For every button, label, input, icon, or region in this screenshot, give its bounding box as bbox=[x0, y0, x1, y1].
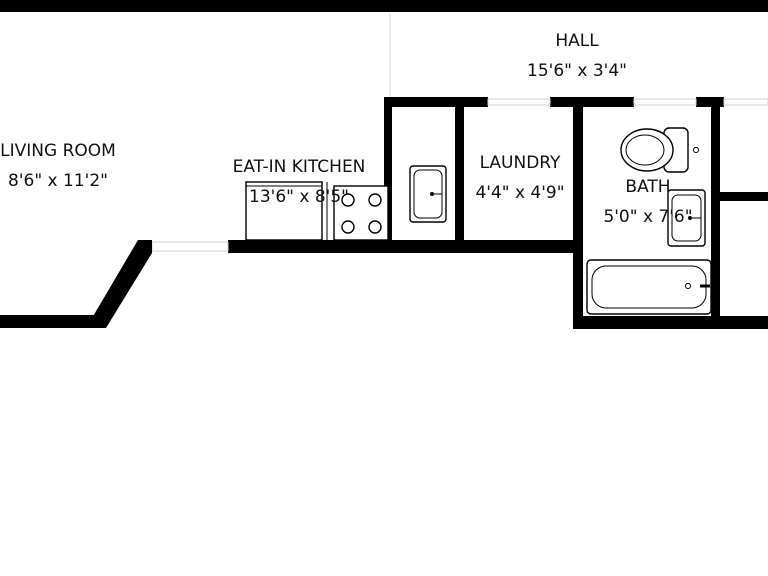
laundry-right-wall bbox=[573, 97, 583, 329]
door-opening-kitchen bbox=[151, 241, 229, 252]
bath-label: BATH bbox=[625, 177, 670, 197]
stove-icon bbox=[333, 185, 389, 241]
kitchen-label: EAT-IN KITCHEN bbox=[233, 157, 366, 177]
bath-right-wall bbox=[711, 97, 720, 329]
living-room-bottom-wall bbox=[0, 315, 104, 328]
sink-icon bbox=[409, 165, 447, 223]
door-opening-right bbox=[723, 98, 768, 106]
living-room-size: 8'6" x 11'2" bbox=[8, 171, 108, 191]
right-closet-divider bbox=[720, 192, 768, 201]
bath-bottom-wall bbox=[573, 316, 768, 329]
laundry-left-wall bbox=[455, 97, 464, 243]
laundry-label: LAUNDRY bbox=[480, 153, 561, 173]
bathtub-icon bbox=[586, 259, 712, 315]
door-opening-laundry bbox=[487, 98, 551, 106]
bath-sink-icon bbox=[667, 189, 706, 247]
hall-size: 15'6" x 3'4" bbox=[527, 61, 627, 81]
kitchen-bottom-wall bbox=[228, 240, 583, 253]
kitchen-size: 13'6" x 8'5" bbox=[249, 187, 349, 207]
living-room-label: LIVING ROOM bbox=[0, 141, 116, 161]
top-exterior-wall bbox=[0, 0, 768, 12]
counter-icon bbox=[245, 181, 323, 241]
alcove-left-wall bbox=[384, 97, 392, 243]
living-room-angled-wall bbox=[92, 240, 152, 328]
toilet-icon bbox=[620, 127, 699, 173]
hall-bottom-wall-b bbox=[550, 97, 634, 107]
door-opening-bath bbox=[633, 98, 697, 106]
hall-label: HALL bbox=[555, 31, 599, 51]
bath-size: 5'0" x 7'6" bbox=[603, 207, 692, 227]
laundry-size: 4'4" x 4'9" bbox=[475, 183, 564, 203]
hall-bottom-wall-c bbox=[696, 97, 724, 107]
hall-bottom-wall-a bbox=[384, 97, 488, 107]
